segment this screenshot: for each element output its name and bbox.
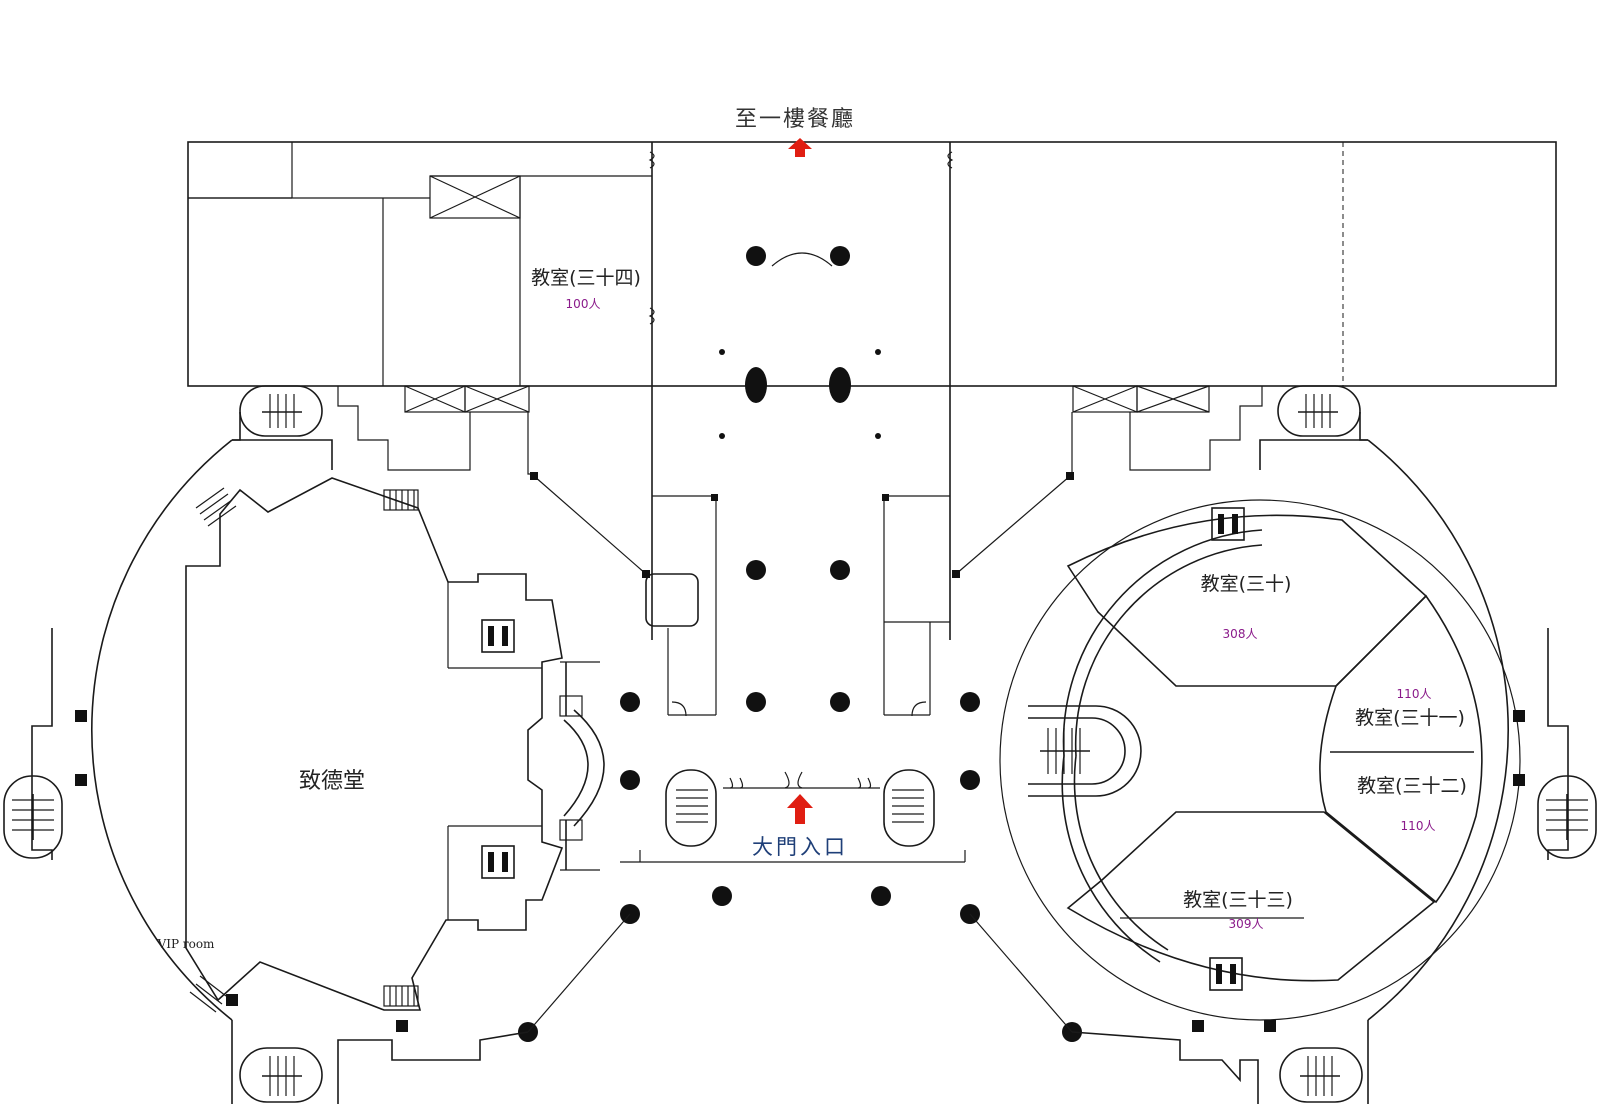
room-capacity: 309人: [1229, 917, 1264, 931]
top-exit-label: 至一樓餐廳: [735, 107, 855, 132]
column-icon: [960, 770, 980, 790]
room-capacity: 308人: [1223, 627, 1258, 641]
columns: [518, 246, 1082, 1042]
entrance-zone: [639, 769, 966, 863]
column-icon: [830, 692, 850, 712]
room-name: 教室(三十四): [531, 267, 641, 289]
entrance-label: 大門入口: [752, 835, 848, 859]
column-icon: [871, 886, 891, 906]
column-icon: [620, 692, 640, 712]
column-icon: [746, 560, 766, 580]
stairs-icon: [1277, 385, 1597, 1103]
elevator-icon: [481, 619, 515, 879]
room-classroom-33[interactable]: 教室(三十三) 309人: [1183, 889, 1293, 931]
up-arrow-icon: [788, 138, 812, 157]
stairs-icon: [1040, 728, 1090, 774]
room-name: 教室(三十三): [1183, 889, 1293, 911]
room-classroom-31[interactable]: 110人 教室(三十一): [1355, 687, 1465, 729]
north-wing: [187, 141, 1557, 413]
room-classroom-32[interactable]: 教室(三十二) 110人: [1357, 775, 1467, 833]
room-classroom-34[interactable]: 教室(三十四) 100人: [531, 267, 641, 311]
room-name: 教室(三十二): [1357, 775, 1467, 797]
column-icon: [620, 770, 640, 790]
vip-room[interactable]: VIP room: [157, 937, 215, 951]
column-icon: [960, 692, 980, 712]
elevator-icon: [1209, 507, 1245, 991]
column-icon: [829, 367, 851, 403]
column-icon: [746, 246, 766, 266]
room-classroom-30[interactable]: 教室(三十) 308人: [1201, 573, 1292, 641]
vip-room-label: VIP room: [157, 937, 215, 951]
column-icon: [830, 560, 850, 580]
auditorium-label: 致德堂: [299, 769, 365, 794]
room-capacity: 110人: [1397, 687, 1432, 701]
central-corridor: [645, 252, 951, 717]
auditorium[interactable]: 致德堂: [299, 769, 365, 794]
column-icon: [745, 367, 767, 403]
stairs-icon: [189, 487, 583, 1013]
column-icon: [746, 692, 766, 712]
room-capacity: 100人: [566, 297, 601, 311]
room-name: 教室(三十一): [1355, 707, 1465, 729]
column-icon: [712, 886, 732, 906]
room-capacity: 110人: [1401, 819, 1436, 833]
west-wing: [3, 385, 650, 1104]
stairs-icon: [3, 385, 323, 1103]
room-name: 教室(三十): [1201, 573, 1292, 595]
column-icon: [830, 246, 850, 266]
east-wing: [952, 385, 1597, 1104]
up-arrow-icon: [787, 794, 813, 824]
